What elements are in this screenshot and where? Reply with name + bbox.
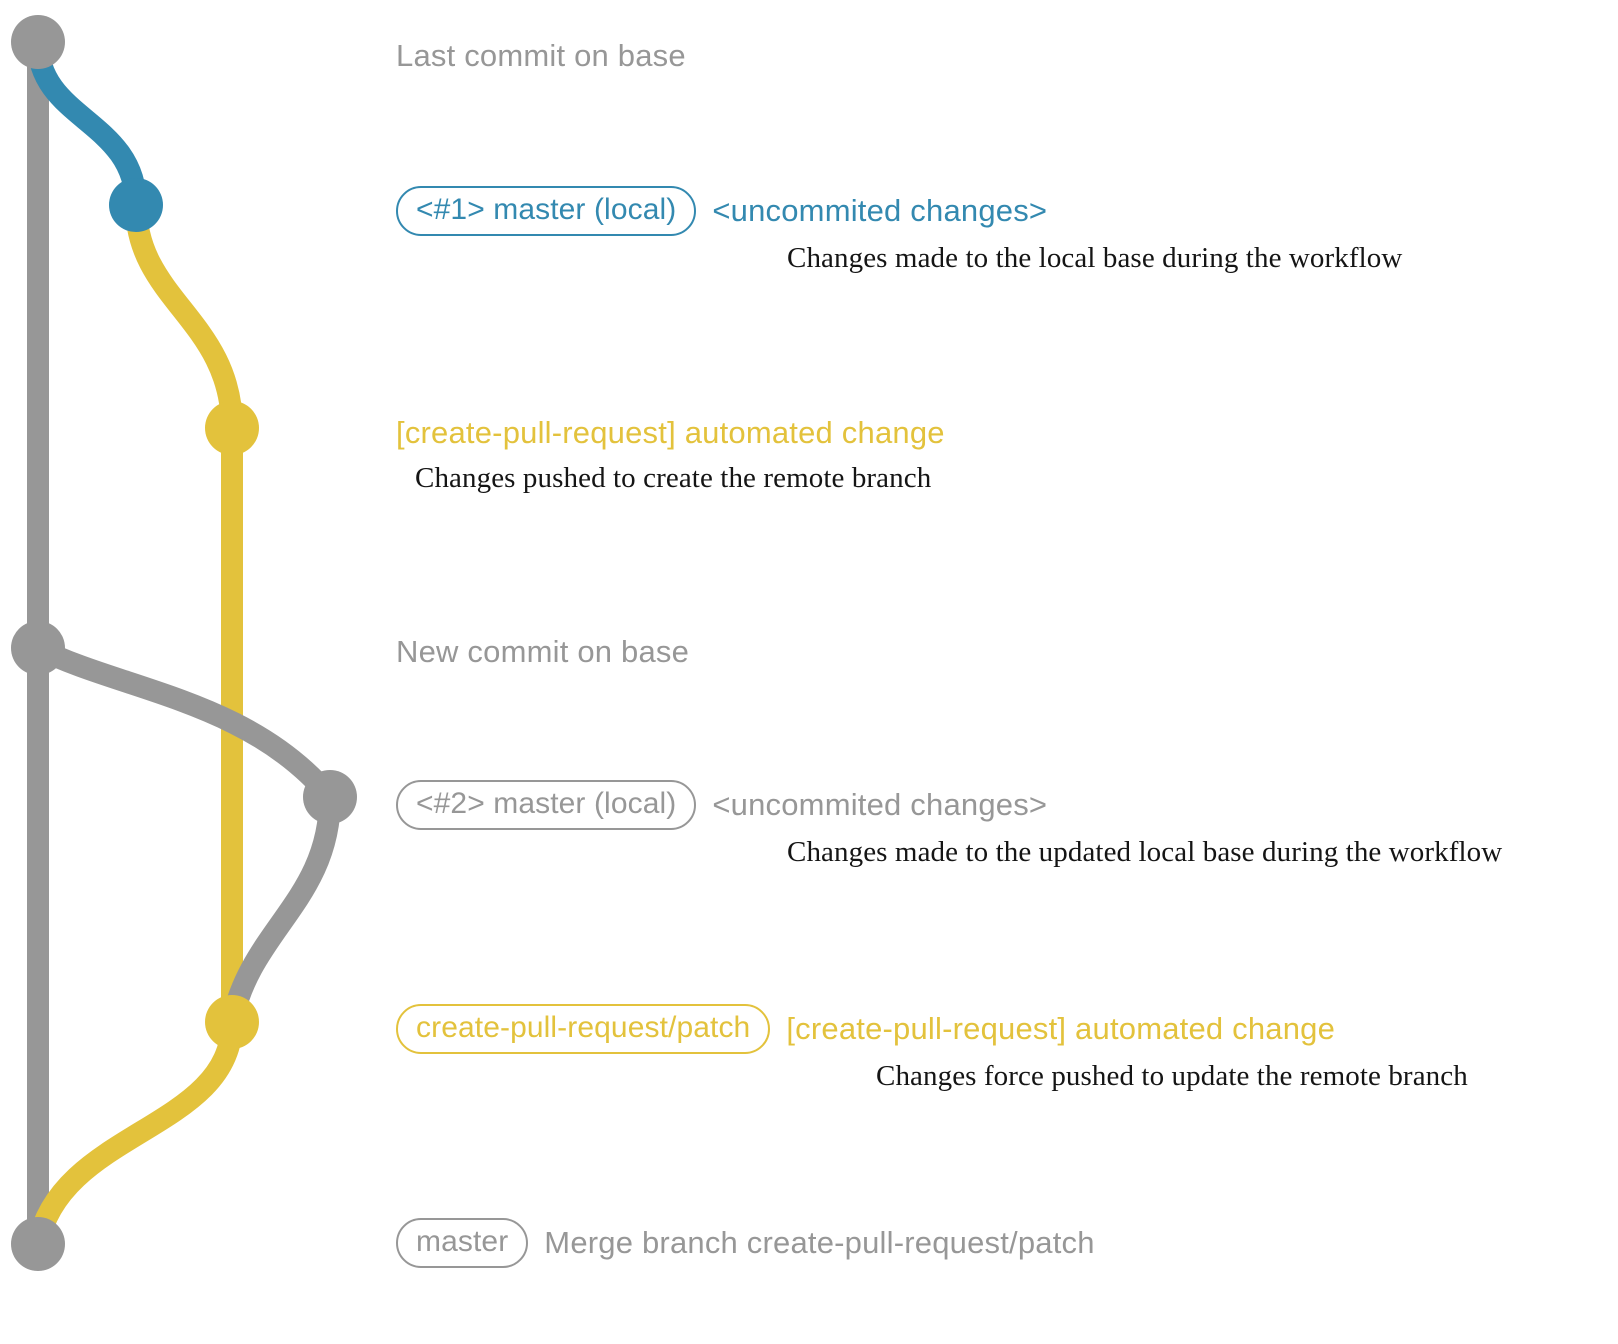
commit-nodes [11,15,357,1271]
edge-local1-to-patch1 [125,194,243,439]
commit-description-patch-2: Changes force pushed to update the remot… [876,1060,1468,1092]
branch-badge-create-pull-request-patch[interactable]: create-pull-request/patch [396,1004,771,1054]
commit-entry-local-1: <#1> master (local) <uncommited changes> [396,186,1047,236]
commit-subject: <uncommited changes> [712,787,1048,822]
commit-description-local-2: Changes made to the updated local base d… [787,836,1503,868]
commit-subject: <uncommited changes> [712,193,1048,228]
commit-entry-new-commit-on-base: New commit on base [396,634,689,670]
edge-base-to-local1 [27,31,147,216]
commit-entry-local-2: <#2> master (local) <uncommited changes> [396,780,1047,830]
commit-entry-last-commit-on-base: Last commit on base [396,38,686,74]
commit-entry-patch-2: create-pull-request/patch [create-pull-r… [396,1004,1335,1054]
commit-node-patch-1 [205,401,259,455]
commit-node-patch-2 [205,995,259,1049]
edge-local2-to-patch2 [221,786,341,1033]
commit-entry-merge: master Merge branch create-pull-request/… [396,1218,1095,1268]
edge-patch2-to-merge [27,1011,243,1255]
commit-node-base-new [11,621,65,675]
commit-subject: [create-pull-request] automated change [396,415,945,450]
commit-subject: Last commit on base [396,38,686,73]
branch-badge-master-local-1[interactable]: <#1> master (local) [396,186,697,236]
commit-node-base-head [11,15,65,69]
commit-subject: New commit on base [396,634,690,669]
edge-basenew-to-local2 [27,637,341,808]
commit-subject: Merge branch create-pull-request/patch [544,1225,1095,1260]
branch-badge-master-local-2[interactable]: <#2> master (local) [396,780,697,830]
commit-description-local-1: Changes made to the local base during th… [787,242,1403,274]
commit-subject: [create-pull-request] automated change [786,1011,1336,1046]
commit-node-local-1 [109,178,163,232]
commit-node-local-2 [303,770,357,824]
commit-entry-patch-1: [create-pull-request] automated change [396,415,945,451]
commit-node-merge [11,1217,65,1271]
commit-graph-svg [11,15,357,1271]
commit-description-patch-1: Changes pushed to create the remote bran… [415,462,932,494]
branch-badge-master[interactable]: master [396,1218,529,1268]
